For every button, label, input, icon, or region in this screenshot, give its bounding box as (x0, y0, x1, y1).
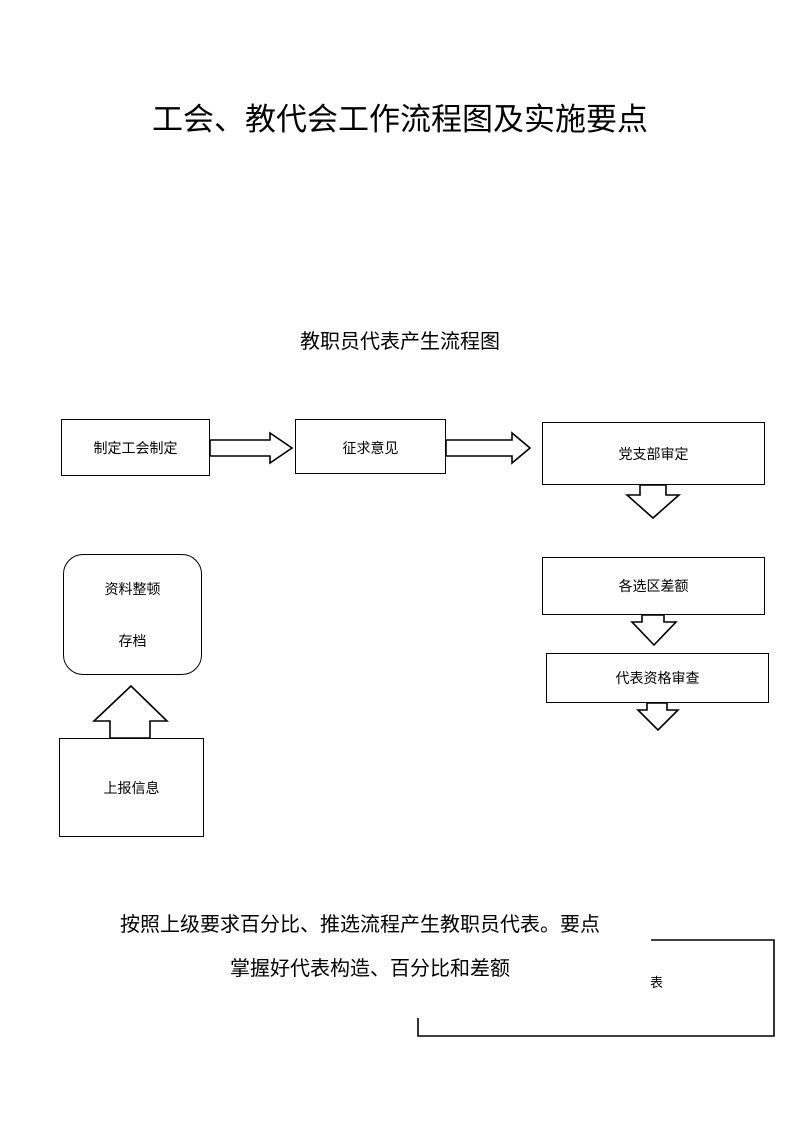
box-collect-opinions-label: 征求意见 (342, 441, 399, 457)
box-district-quota-label: 各选区差额 (618, 579, 689, 595)
box-district-quota: 各选区差额 (542, 557, 765, 615)
arrow-down-3 (636, 702, 680, 732)
arrow-down-1 (624, 484, 682, 520)
note-line-1: 按照上级要求百分比、推选流程产生教职员代表。要点 (120, 912, 600, 936)
box-report-info-label: 上报信息 (103, 780, 160, 797)
note-line-2: 掌握好代表构造、百分比和差额 (230, 956, 510, 980)
bracket-frame (417, 939, 775, 1037)
box-party-review-label: 党支部审定 (618, 446, 689, 463)
box-make-rule: 制定工会制定 (61, 419, 210, 476)
box-qualification-review-label: 代表资格审查 (615, 671, 700, 687)
arrow-up (91, 684, 169, 739)
arrow-right-2 (445, 431, 532, 465)
box-qualification-review: 代表资格审查 (546, 653, 769, 703)
box-archive-label-line1: 资料整顿 (104, 582, 161, 598)
flowchart-title: 教职员代表产生流程图 (300, 329, 500, 353)
box-archive: 资料整顿 存档 (63, 554, 202, 675)
arrow-right-1 (209, 431, 294, 465)
box-make-rule-label: 制定工会制定 (93, 440, 178, 457)
box-collect-opinions: 征求意见 (295, 419, 446, 474)
box-archive-label-line2: 存档 (118, 634, 147, 650)
page-title: 工会、教代会工作流程图及实施要点 (152, 102, 648, 138)
note-fragment: 表 (650, 976, 664, 991)
arrow-down-2 (630, 614, 678, 647)
